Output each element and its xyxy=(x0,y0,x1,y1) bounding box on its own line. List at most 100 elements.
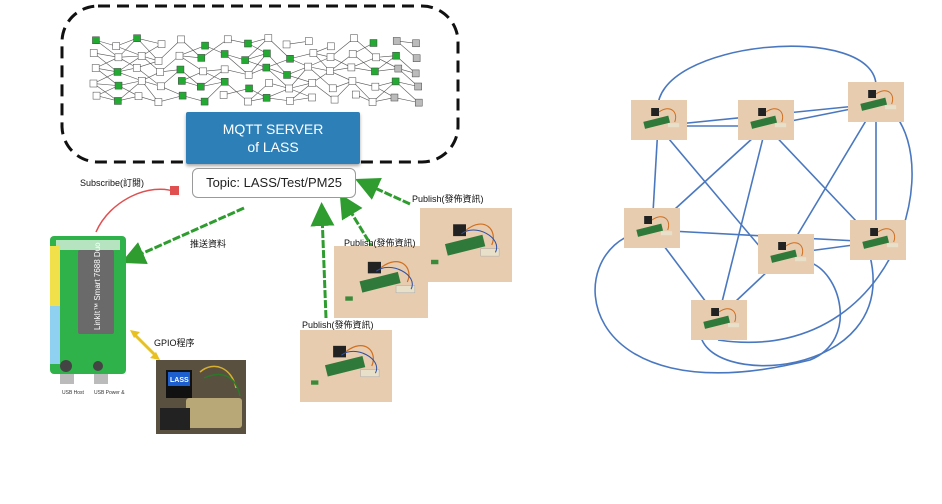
graph-node xyxy=(326,53,335,61)
graph-node xyxy=(308,79,316,87)
mesh-node xyxy=(691,300,747,340)
graph-node xyxy=(391,77,400,86)
publish-label-1: Publish(發佈資訊) xyxy=(412,194,484,204)
graph-node xyxy=(114,97,122,105)
graph-node xyxy=(262,63,271,72)
subscribe-arrow xyxy=(95,188,177,233)
graph-node xyxy=(327,42,335,51)
graph-node xyxy=(371,82,380,91)
graph-node xyxy=(176,65,185,74)
graph-node xyxy=(244,97,252,106)
graph-node xyxy=(390,93,399,102)
graph-node xyxy=(371,67,379,76)
graph-node xyxy=(200,97,209,106)
mesh-node xyxy=(624,208,680,248)
graph-node xyxy=(220,65,229,74)
sensor-photo-1 xyxy=(420,208,512,282)
mesh-edge xyxy=(657,125,767,255)
graph-node xyxy=(309,49,318,57)
graph-node xyxy=(283,71,291,79)
graph-node xyxy=(394,64,403,73)
graph-node xyxy=(154,57,163,65)
mqtt-server-box: MQTT SERVER of LASS xyxy=(186,112,360,164)
graph-node xyxy=(220,50,229,58)
topic-box: Topic: LASS/Test/PM25 xyxy=(192,168,356,198)
mesh-edge xyxy=(785,103,877,255)
usb-power-label: USB Power & xyxy=(94,390,125,396)
graph-node xyxy=(414,82,422,91)
graph-node xyxy=(244,71,253,79)
graph-node xyxy=(157,82,165,91)
sensor-photo-2 xyxy=(334,246,428,318)
usb-host-label: USB Host xyxy=(62,390,85,396)
graph-node xyxy=(350,34,358,42)
graph-node xyxy=(114,81,123,90)
graph-node xyxy=(220,78,229,86)
mesh-edge xyxy=(717,125,767,319)
graph-node xyxy=(244,39,252,48)
graph-node xyxy=(411,69,420,78)
graph-node xyxy=(308,93,316,102)
graph-node xyxy=(372,53,380,62)
graph-node xyxy=(132,64,141,72)
graph-node xyxy=(89,79,98,88)
publish-arrow-3 xyxy=(355,178,411,206)
graph-node xyxy=(412,54,421,62)
graph-node xyxy=(412,39,420,48)
graph-node xyxy=(286,55,294,63)
graph-node xyxy=(91,64,100,72)
publish-label-2: Publish(發佈資訊) xyxy=(344,238,416,248)
graph-node xyxy=(414,98,423,107)
graph-node xyxy=(92,36,100,44)
publish-arrow-1 xyxy=(310,202,335,319)
subscribe-label: Subscribe(訂閱) xyxy=(80,178,145,188)
graph-node xyxy=(112,42,120,50)
graph-node xyxy=(133,34,141,42)
graph-node xyxy=(241,56,249,64)
graph-node xyxy=(178,91,187,100)
graph-node xyxy=(285,84,293,93)
graph-node xyxy=(282,40,291,49)
graph-node xyxy=(134,92,143,100)
oled-screen-text: LASS xyxy=(170,377,189,384)
graph-node xyxy=(154,98,163,106)
mesh-node xyxy=(631,100,687,140)
board-label: LinkIt™ Smart 7688 Duo xyxy=(93,242,102,330)
graph-node xyxy=(201,41,209,50)
graph-node xyxy=(157,40,166,48)
graph-node xyxy=(223,35,232,44)
mqtt-server-subtitle: of LASS xyxy=(247,139,299,155)
graph-node xyxy=(286,97,294,105)
graph-node xyxy=(219,91,228,99)
graph-node xyxy=(262,94,271,102)
mesh-node xyxy=(738,100,794,140)
publish-arrow-2 xyxy=(339,193,376,251)
cloud-boundary xyxy=(60,4,460,164)
graph-node xyxy=(348,50,357,58)
mesh-node xyxy=(758,234,814,274)
mesh-edge xyxy=(594,231,841,374)
graph-node xyxy=(326,67,334,75)
graph-node xyxy=(351,90,360,99)
graph-node xyxy=(175,51,184,60)
graph-node xyxy=(368,98,377,106)
publish-label-3: Publish(發佈資訊) xyxy=(302,320,374,330)
graph-node xyxy=(347,63,356,72)
graph-node xyxy=(245,84,253,93)
graph-node xyxy=(137,52,146,60)
graph-node xyxy=(113,68,122,76)
graph-node xyxy=(265,79,273,87)
subscribe-arrow-head xyxy=(170,186,179,195)
graph-node xyxy=(156,68,164,76)
graph-node xyxy=(305,37,313,45)
mesh-edge xyxy=(699,255,874,367)
graph-node xyxy=(330,95,339,104)
gpio-arrow xyxy=(132,332,158,358)
mesh-edge xyxy=(657,45,877,113)
graph-node xyxy=(392,51,400,60)
graph-node xyxy=(264,34,273,42)
graph-node xyxy=(197,82,205,91)
graph-node xyxy=(304,62,312,71)
graph-node xyxy=(178,77,186,85)
